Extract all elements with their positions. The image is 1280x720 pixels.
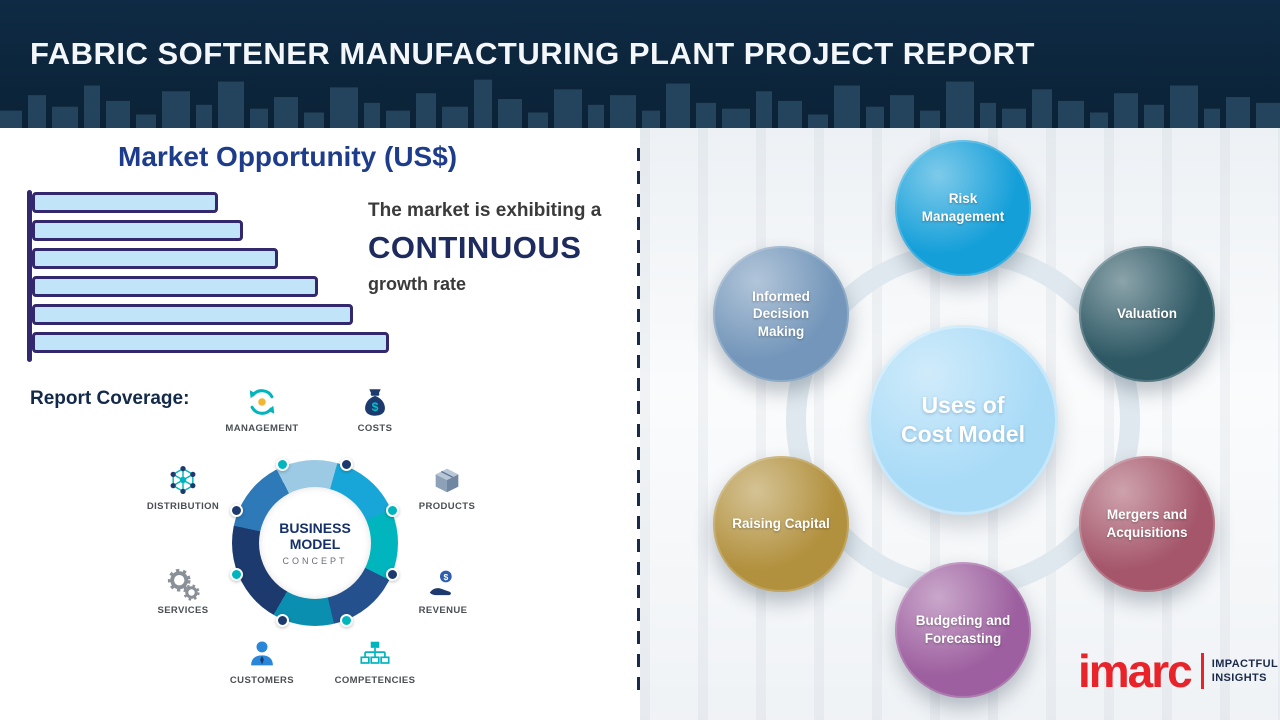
business-model-subtitle: CONCEPT — [282, 556, 348, 567]
person-icon — [217, 636, 307, 672]
bm-item-products: PRODUCTS — [402, 462, 492, 512]
logo-tagline: IMPACTFUL INSIGHTS — [1212, 657, 1278, 686]
ring-node — [386, 504, 399, 517]
ring-node — [230, 568, 243, 581]
cost-model-valuation: Valuation — [1079, 246, 1215, 382]
market-bar — [32, 276, 318, 297]
cost-model-item-label: Budgeting and Forecasting — [915, 613, 1011, 646]
ring-node — [230, 504, 243, 517]
cost-model-raising-capital: Raising Capital — [713, 456, 849, 592]
imarc-wordmark: imarc — [1078, 645, 1193, 697]
recycle-bulb-icon — [217, 384, 307, 420]
cost-model-item-label: Mergers and Acquisitions — [1106, 507, 1188, 540]
business-model-ring: BUSINESS MODEL CONCEPT — [230, 458, 399, 627]
section-divider — [637, 148, 640, 700]
cost-model-center-label: Uses of Cost Model — [901, 391, 1025, 449]
logo-tagline-line1: IMPACTFUL — [1211, 657, 1279, 670]
market-bar — [32, 192, 218, 213]
cost-model-item-label: Valuation — [1116, 306, 1177, 322]
logo-divider — [1200, 653, 1204, 689]
cost-model-item-label: Informed Decision Making — [752, 288, 810, 339]
cost-model-center: Uses of Cost Model — [868, 325, 1058, 515]
cost-model-informed-decision-making: Informed Decision Making — [713, 246, 849, 382]
header-banner: FABRIC SOFTENER MANUFACTURING PLANT PROJ… — [0, 0, 1280, 128]
market-bar — [32, 248, 279, 269]
bm-item-label: PRODUCTS — [418, 501, 476, 512]
bm-item-label: MANAGEMENT — [225, 423, 299, 434]
bm-item-label: DISTRIBUTION — [146, 501, 220, 512]
market-opportunity-title: Market Opportunity (US$) — [118, 141, 458, 172]
bm-item-services: SERVICES — [138, 566, 228, 616]
cost-model-center-line1: Uses of — [921, 392, 1005, 419]
report-coverage-label: Report Coverage: — [30, 388, 190, 409]
bm-item-competencies: COMPETENCIES — [330, 636, 420, 686]
bm-item-label: SERVICES — [157, 605, 209, 616]
bm-item-label: REVENUE — [418, 605, 468, 616]
logo-tagline-line2: INSIGHTS — [1211, 672, 1267, 684]
bm-item-label: COMPETENCIES — [334, 675, 416, 686]
network-icon — [138, 462, 228, 498]
business-model-title: BUSINESS MODEL — [279, 519, 351, 552]
box-icon — [402, 462, 492, 498]
ring-node — [276, 458, 289, 471]
ring-node — [386, 568, 399, 581]
caption-emphasis: CONTINUOUS — [368, 230, 582, 265]
svg-text:$: $ — [372, 400, 379, 414]
caption-line2: growth rate — [368, 274, 467, 294]
bar-chart-bars — [32, 190, 389, 360]
cost-model-item-label: Raising Capital — [732, 516, 830, 532]
bm-item-label: COSTS — [357, 423, 393, 434]
page-title: FABRIC SOFTENER MANUFACTURING PLANT PROJ… — [30, 36, 1035, 71]
bm-item-revenue: $ REVENUE — [398, 566, 488, 616]
cost-model-mergers-acquisitions: Mergers and Acquisitions — [1079, 456, 1215, 592]
money-bag-icon: $ — [330, 384, 420, 420]
org-chart-icon — [330, 636, 420, 672]
business-model-center: BUSINESS MODEL CONCEPT — [259, 487, 371, 599]
bm-item-customers: CUSTOMERS — [217, 636, 307, 686]
ring-node — [340, 614, 353, 627]
caption-line1: The market is exhibiting a — [368, 200, 602, 221]
bm-item-management: MANAGEMENT — [217, 384, 307, 434]
cost-model-item-label: Risk Management — [921, 191, 1005, 224]
market-bar — [32, 220, 243, 241]
bm-item-costs: $ COSTS — [330, 384, 420, 434]
ring-node — [276, 614, 289, 627]
market-bar-chart — [27, 190, 389, 362]
cost-model-risk-management: Risk Management — [895, 140, 1031, 276]
svg-text:$: $ — [443, 572, 448, 582]
gears-icon — [138, 566, 228, 602]
cost-model-center-line2: Cost Model — [901, 421, 1025, 447]
bm-item-label: CUSTOMERS — [229, 675, 295, 686]
market-bar — [32, 332, 389, 353]
imarc-logo: imarc IMPACTFUL INSIGHTS — [1078, 648, 1278, 694]
chart-y-axis — [27, 190, 32, 362]
market-caption: The market is exhibiting a CONTINUOUS gr… — [368, 200, 638, 295]
ring-node — [340, 458, 353, 471]
hand-coin-icon: $ — [398, 566, 488, 602]
city-skyline-graphic — [0, 79, 1280, 128]
market-bar — [32, 304, 354, 325]
cost-model-budgeting-forecasting: Budgeting and Forecasting — [895, 562, 1031, 698]
bm-item-distribution: DISTRIBUTION — [138, 462, 228, 512]
